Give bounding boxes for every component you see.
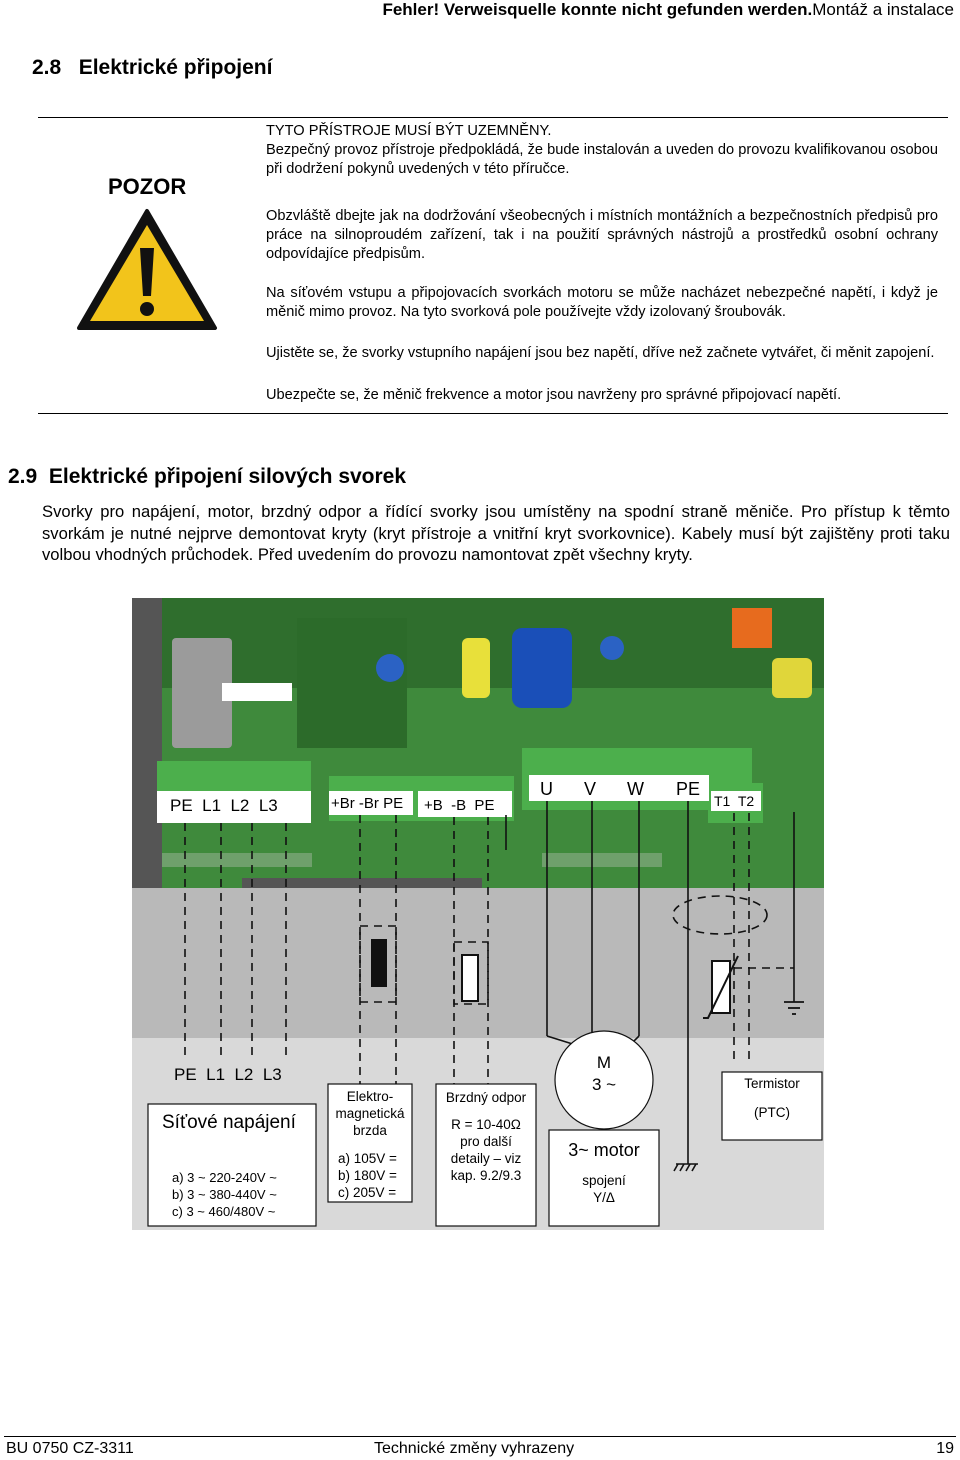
mains-supply-box: PE L1 L2 L3 Síťové napájení a) 3 ~ 220-2… (147, 1065, 317, 1227)
mains-terminal-label: PE L1 L2 L3 (170, 796, 278, 815)
section-29-intro: Svorky pro napájení, motor, brzdný odpor… (42, 502, 950, 565)
footer-rule (4, 1436, 956, 1437)
thermistor-title: Termistor (744, 1076, 800, 1091)
brake-terminal-label: +Br -Br PE (331, 795, 403, 812)
motor-title: 3~ motor (568, 1140, 640, 1160)
resistor-symbol (461, 954, 479, 1002)
footer-doc-code: BU 0750 CZ-3311 (6, 1440, 134, 1457)
brake-option-c: c) 205V = (338, 1185, 396, 1200)
section-28-title: Elektrické připojení (78, 56, 273, 79)
mains-option-c: c) 3 ~ 460/480V ~ (172, 1204, 276, 1219)
brake-coil-symbol (371, 939, 387, 987)
brake-title-3: brzda (353, 1123, 387, 1138)
footer-notice: Technické změny vyhrazeny (374, 1440, 575, 1457)
motor-ground-icon (673, 1163, 698, 1172)
thermistor-type: (PTC) (754, 1105, 790, 1120)
section-29-heading: 2.9 Elektrické připojení silových svorek (8, 465, 406, 489)
terminal-v-label: V (584, 779, 596, 799)
resistor-detail-4: kap. 9.2/9.3 (451, 1168, 522, 1183)
brake-title-2: magnetická (335, 1106, 405, 1121)
warning-paragraph-3: Na síťovém vstupu a připojovacích svorká… (266, 285, 938, 320)
thermistor-terminal-label: T1 T2 (714, 793, 754, 809)
warning-paragraph-4: Ujistěte se, že svorky vstupního napájen… (266, 345, 935, 361)
resistor-terminal-label: +B -B PE (424, 797, 494, 814)
terminal-wiring-figure: PE L1 L2 L3 +Br -Br PE +B -B PE U V W PE… (132, 598, 824, 1230)
header-chapter: Montáž a instalace (812, 0, 954, 19)
motor-symbol-phase: 3 ~ (592, 1075, 616, 1094)
section-29-number: 2.9 (8, 465, 38, 488)
motor-symbol-m: M (597, 1053, 611, 1072)
mains-option-a: a) 3 ~ 220-240V ~ (172, 1170, 277, 1185)
thermistor-symbol (703, 955, 739, 1019)
warning-paragraph-5: Ubezpečte se, že měnič frekvence a motor… (266, 387, 842, 403)
brake-option-b: b) 180V = (338, 1168, 397, 1183)
thermistor-box: Termistor (PTC) (721, 1071, 823, 1141)
footer-page-number: 19 (936, 1440, 954, 1457)
warning-label: POZOR (108, 174, 187, 199)
motor-connection-2: Y/Δ (593, 1190, 615, 1205)
terminal-pe-label: PE (676, 779, 700, 799)
terminal-labels: PE L1 L2 L3 +Br -Br PE +B -B PE U V W PE… (157, 775, 761, 823)
terminal-u-label: U (540, 779, 553, 799)
ground-icon (784, 1001, 804, 1015)
motor-connection-1: spojení (582, 1173, 626, 1188)
header-error-text: Fehler! Verweisquelle konnte nicht gefun… (382, 0, 813, 19)
braking-resistor-box: Brzdný odpor R = 10-40Ω pro další detail… (435, 1083, 537, 1227)
warning-p1-title: TYTO PŘÍSTROJE MUSÍ BÝT UZEMNĚNY. (266, 123, 552, 139)
brake-title-1: Elektro- (347, 1089, 394, 1104)
warning-top-rule (38, 117, 948, 118)
mains-box-terminals: PE L1 L2 L3 (174, 1065, 282, 1084)
wiring-lines (184, 801, 795, 1164)
warning-paragraph-2: Obzvláště dbejte jak na dodržování všeob… (266, 208, 938, 262)
mains-box-title: Síťové napájení (162, 1112, 297, 1133)
motor-symbol-circle (554, 1030, 654, 1130)
brake-option-a: a) 105V = (338, 1151, 397, 1166)
terminal-w-label: W (627, 779, 644, 799)
page-header: Fehler! Verweisquelle konnte nicht gefun… (382, 0, 954, 20)
resistor-detail-1: R = 10-40Ω (451, 1117, 521, 1132)
warning-bottom-rule (38, 413, 948, 414)
warning-paragraph-1: TYTO PŘÍSTROJE MUSÍ BÝT UZEMNĚNY. Bezpeč… (266, 122, 938, 179)
warning-p1-body: Bezpečný provoz přístroje předpokládá, ž… (266, 142, 938, 177)
resistor-detail-3: detaily – viz (451, 1151, 522, 1166)
warning-triangle-icon (77, 209, 217, 330)
resistor-title: Brzdný odpor (446, 1090, 527, 1105)
mains-option-b: b) 3 ~ 380-440V ~ (172, 1187, 277, 1202)
resistor-detail-2: pro další (460, 1134, 512, 1149)
section-28-number: 2.8 (32, 56, 62, 79)
section-28-heading: 2.8 Elektrické připojení (32, 56, 272, 80)
brake-box: Elektro- magnetická brzda a) 105V = b) 1… (327, 1083, 413, 1203)
motor-box: M 3 ~ 3~ motor spojení Y/Δ (548, 1030, 660, 1227)
section-29-title: Elektrické připojení silových svorek (48, 465, 407, 488)
